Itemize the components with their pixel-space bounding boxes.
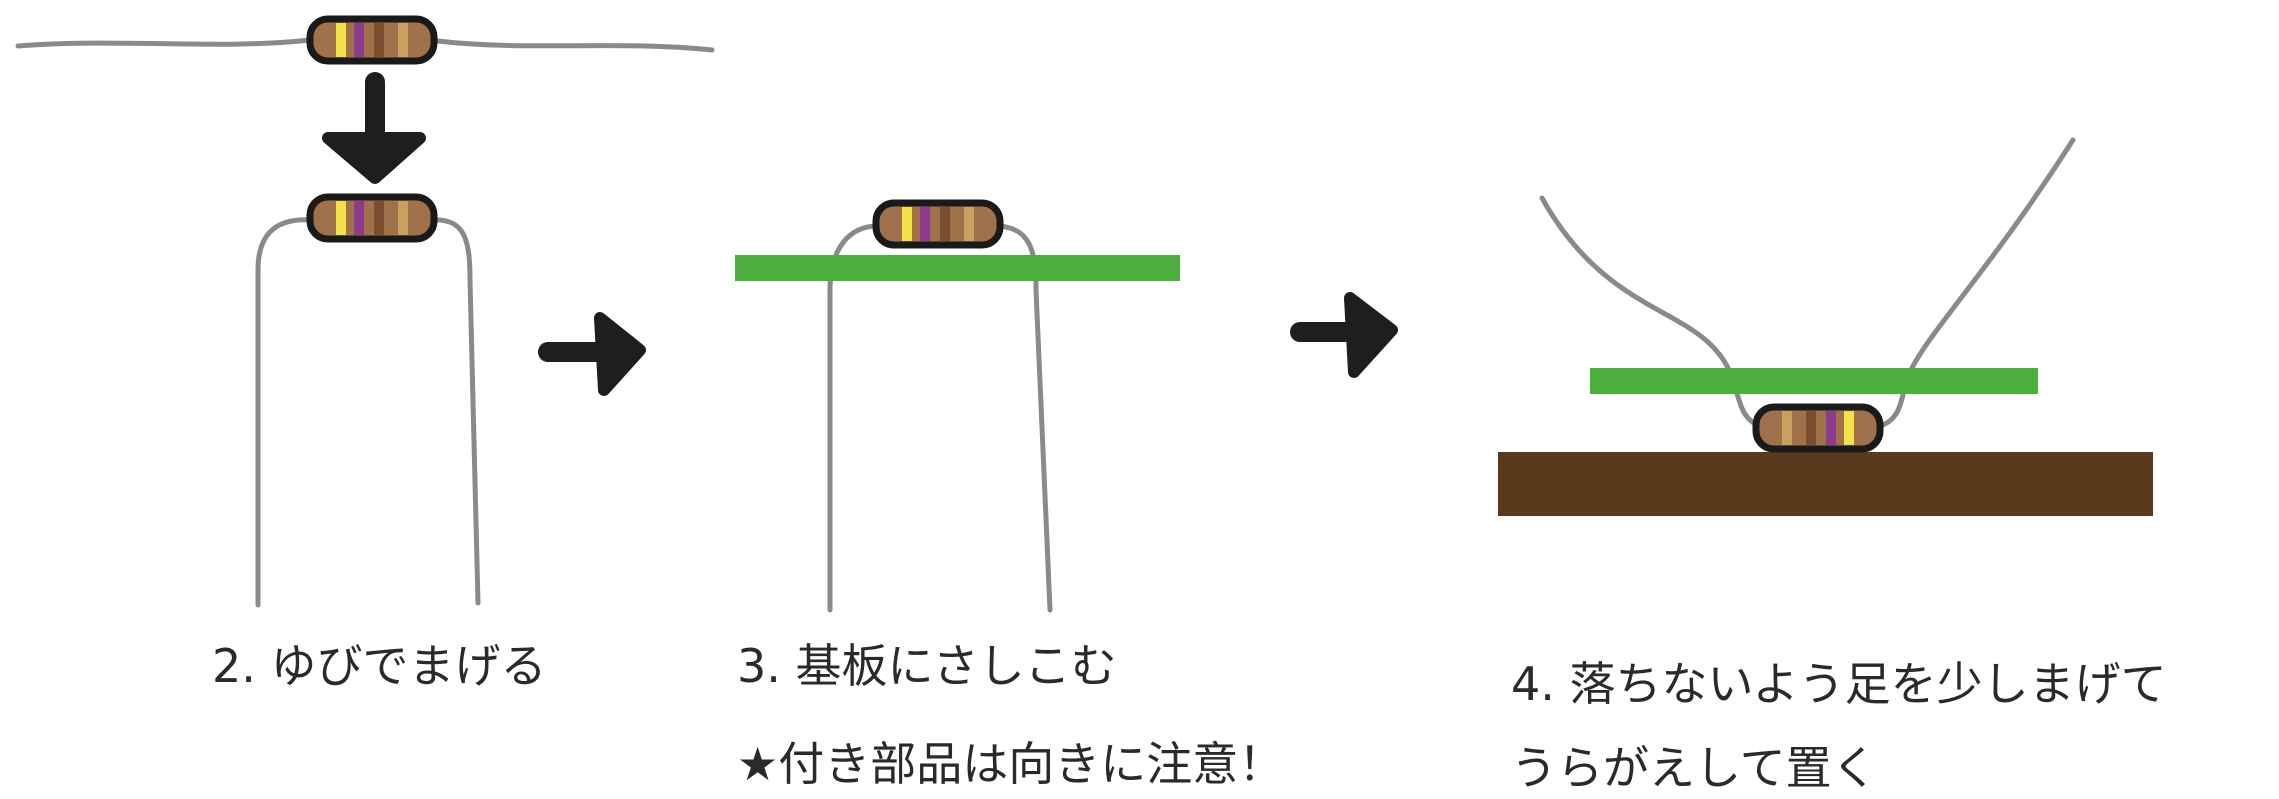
- lead-wire-right: [995, 223, 1053, 613]
- lead-wire-left: [255, 217, 315, 608]
- step-3-caption: 3. 基板にさしこむ: [737, 639, 1117, 693]
- step-2-bent-resistor: [255, 197, 481, 608]
- resistor-icon: [310, 197, 434, 239]
- lead-wire-right: [1877, 137, 2076, 429]
- arrow-right-icon: [538, 312, 646, 396]
- work-surface: [1498, 452, 2153, 516]
- arrow-down-icon: [322, 72, 426, 184]
- lead-wire-straight: [15, 37, 715, 53]
- lead-wire-left: [827, 223, 881, 613]
- lead-wire-left: [1539, 195, 1763, 429]
- resistor-icon: [876, 203, 1000, 245]
- arrow-right-icon: [1290, 292, 1398, 378]
- step-3-note: ★付き部品は向きに注意！: [737, 737, 1285, 791]
- step-2-caption: 2. ゆびでまげる: [212, 639, 547, 693]
- pcb-board: [735, 255, 1180, 281]
- step-4-caption: 4. 落ちないよう足を少しまげて: [1511, 657, 2167, 711]
- resistor-icon: [310, 19, 434, 61]
- step-1-straight-resistor: [15, 19, 715, 61]
- resistor-icon: [1756, 407, 1880, 449]
- pcb-board: [1590, 368, 2038, 394]
- step-4-caption-line2: うらがえして置く: [1511, 741, 1878, 795]
- lead-wire-right: [429, 217, 481, 606]
- step-3-inserted-resistor: [735, 203, 1180, 613]
- step-4-flipped-board: [1498, 137, 2153, 516]
